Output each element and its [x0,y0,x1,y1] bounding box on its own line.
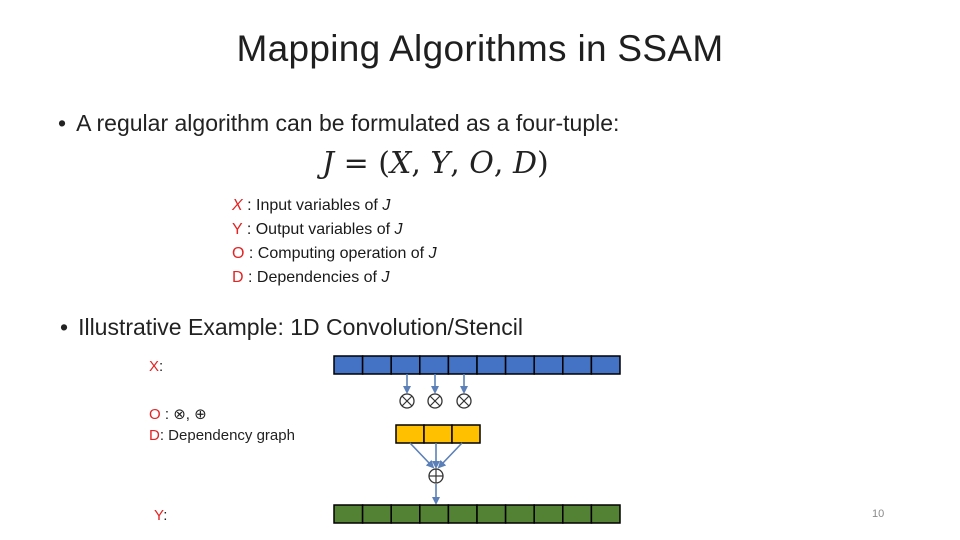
formula-sep-2: , [450,146,470,181]
input-cell [390,355,421,375]
sum-input-arrow [437,442,463,469]
example-o-label: O : ⊗, ⊕ [149,405,207,423]
output-cell [504,504,535,524]
example-o-colon: : [164,406,170,423]
slide-title: Mapping Algorithms in SSAM [236,28,724,69]
multiply-to-sum-arrows [409,442,463,469]
def-text-o: : Computing operation of [248,245,429,262]
output-cell [476,504,507,524]
def-text-y: : Output variables of [246,221,395,238]
input-cell [361,355,392,375]
example-x-label: X: [149,358,163,375]
example-d-label: D: Dependency graph [149,427,295,444]
def-row-x: X : Input variables of J [232,194,437,218]
def-var-y: J [394,221,403,238]
formula-y: Y [430,146,451,181]
example-y-colon: : [163,507,168,524]
four-tuple-formula: J = (X, Y, O, D) [322,146,549,181]
example-x-colon: : [159,358,164,375]
output-cell [562,504,593,524]
def-sym-x: X [232,197,243,214]
output-cell [390,504,421,524]
weight-cell [451,424,481,444]
example-y-label: Y: [154,507,167,524]
def-row-d: D : Dependencies of J [232,266,437,290]
example-o-ops: ⊗, ⊕ [173,406,207,423]
def-sym-o: O [232,245,245,262]
formula-d: D [512,146,538,181]
formula-o: O [469,146,494,181]
weight-cell [423,424,453,444]
def-var-x: J [382,197,391,214]
output-cell [447,504,478,524]
output-cell [590,504,621,524]
input-cell [533,355,564,375]
example-d-sym: D [149,427,160,444]
multiply-cross [458,395,470,407]
input-cell [333,355,364,375]
formula-sep-3: , [493,146,513,181]
weight-array [395,424,481,444]
formula-j: J [322,146,335,181]
formula-x: X [389,146,412,181]
formula-sep-1: , [411,146,431,181]
output-cell [333,504,364,524]
output-cell [419,504,450,524]
input-cell [590,355,621,375]
def-row-y: Y : Output variables of J [232,218,437,242]
def-row-o: O : Computing operation of J [232,242,437,266]
input-cell [504,355,535,375]
bullet-dot: • [60,314,69,340]
input-cell [562,355,593,375]
output-cell [361,504,392,524]
weight-cell [395,424,425,444]
formula-eq: = ( [334,146,390,181]
multiply-cross [401,395,413,407]
bullet-four-tuple-text: A regular algorithm can be formulated as… [76,110,620,136]
input-cell [476,355,507,375]
example-d-text: : Dependency graph [159,427,295,444]
def-text-x: : Input variables of [247,197,383,214]
sum-node [428,468,444,484]
input-cell [419,355,450,375]
bullet-example: • Illustrative Example: 1D Convolution/St… [60,314,523,341]
tuple-definitions: X : Input variables of J Y : Output vari… [232,194,437,290]
def-text-d: : Dependencies of [248,269,382,286]
sum-input-arrow [409,442,435,469]
bullet-example-text: Illustrative Example: 1D Convolution/Ste… [78,314,523,340]
def-var-o: J [428,245,437,262]
output-cell [533,504,564,524]
bullet-four-tuple: • A regular algorithm can be formulated a… [58,110,619,137]
example-x-sym: X [149,358,160,375]
bullet-dot: • [58,110,67,136]
formula-close: ) [537,146,549,181]
input-cell [447,355,478,375]
page-number: 10 [872,508,885,520]
multiply-nodes [399,393,472,409]
def-sym-d: D [232,269,244,286]
example-y-sym: Y [154,507,164,524]
example-o-sym: O [149,406,161,423]
input-to-multiply-arrows [403,374,468,394]
def-var-d: J [381,269,390,286]
input-array [333,355,621,375]
def-sym-y: Y [232,221,243,238]
multiply-cross [429,395,441,407]
output-array [333,504,621,524]
